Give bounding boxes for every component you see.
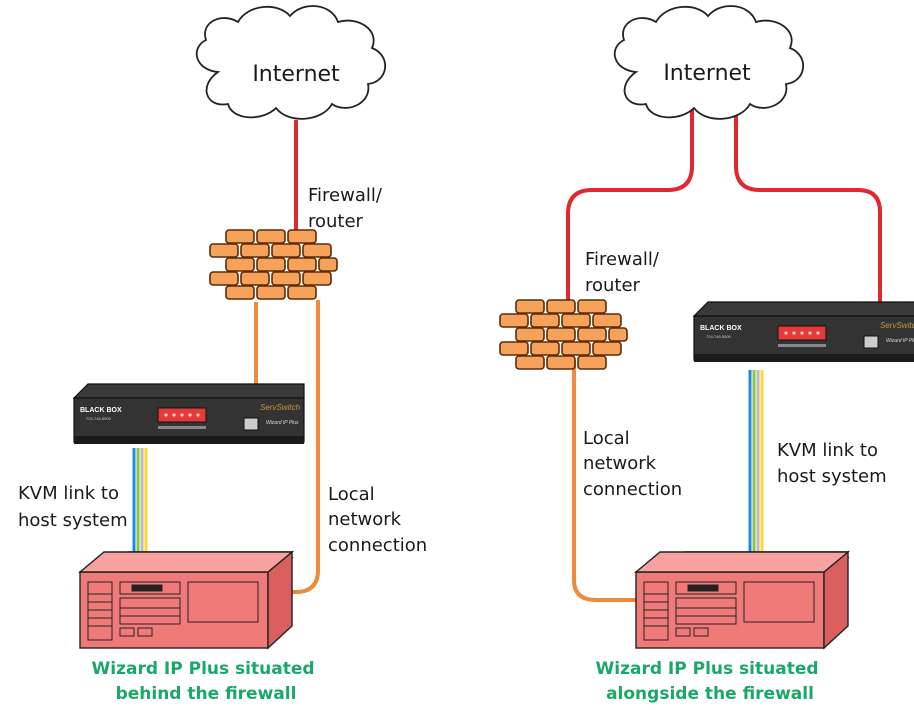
left-local-label-line3: connection <box>328 535 427 556</box>
left-caption-line1: Wizard IP Plus situated <box>92 659 315 679</box>
svg-text:Local network conn: Local network connection <box>328 484 427 556</box>
right-caption-line1: Wizard IP Plus situated <box>596 659 819 679</box>
right-caption-line2: alongside the firewall <box>606 684 814 704</box>
left-firewall-icon <box>209 229 338 300</box>
right-local-network-cable <box>572 360 640 602</box>
left-kvm-product-name: Wizard IP Plus <box>266 420 299 426</box>
right-local-label-line1: Local <box>583 428 630 449</box>
svg-text:Firewall/ router: Firewall/ router <box>585 249 665 296</box>
right-kvm-brand: BLACK BOX <box>700 325 742 332</box>
left-host-computer-icon <box>79 551 293 649</box>
left-local-label-line2: network <box>328 509 402 530</box>
right-kvm-logo: ServSwitch <box>880 321 914 330</box>
left-local-label-line1: Local <box>328 484 375 505</box>
right-kvm-device: BLACK BOX 724-746-5500 ServSwitch Wizard… <box>693 301 914 363</box>
right-local-label-line3: connection <box>583 479 682 500</box>
left-diagram: Internet Firewall/ router BLACK BOX 724-… <box>18 5 427 704</box>
left-kvm-brand: BLACK BOX <box>80 407 122 414</box>
left-caption-line2: behind the firewall <box>116 684 297 704</box>
svg-text:Wizard IP Plus situated: Wizard IP Plus situated alongside the fi… <box>596 659 825 704</box>
left-local-network-cable <box>238 300 320 594</box>
left-kvm-device: BLACK BOX 724-746-5500 ServSwitch Wizard… <box>73 383 305 445</box>
svg-text:KVM link to host system: KVM link to host system <box>18 483 128 531</box>
left-firewall-label-line2: router <box>308 211 364 232</box>
right-cloud-icon <box>613 5 805 120</box>
right-internet-to-firewall-cable <box>566 108 694 300</box>
left-cloud-icon <box>195 5 387 120</box>
svg-text:Firewall/ router: Firewall/ router <box>308 185 388 232</box>
right-kvm-phone: 724-746-5500 <box>706 334 732 339</box>
svg-text:KVM link to host system: KVM link to host system <box>777 440 887 487</box>
svg-text:Local network conn: Local network connection <box>583 428 682 500</box>
right-host-computer-icon <box>635 551 849 649</box>
right-firewall-icon <box>499 299 628 370</box>
svg-text:Wizard IP Plus situated: Wizard IP Plus situated behind the firew… <box>92 659 321 704</box>
right-internet-to-kvm-cable <box>734 108 882 352</box>
right-kvm-label-line1: KVM link to <box>777 440 878 461</box>
right-kvm-product-name: Wizard IP Plus <box>886 338 914 344</box>
right-kvm-cable <box>748 370 764 560</box>
right-firewall-label-line2: router <box>585 275 641 296</box>
right-kvm-label-line2: host system <box>777 466 887 487</box>
left-kvm-logo: ServSwitch <box>260 403 301 412</box>
left-kvm-label-line2: host system <box>18 510 128 531</box>
right-firewall-label-line1: Firewall/ <box>585 249 660 270</box>
right-diagram: Internet Firewall/ router BLACK BOX 724-… <box>499 5 914 704</box>
right-local-label-line2: network <box>583 453 657 474</box>
right-internet-label: Internet <box>663 61 751 86</box>
left-internet-label: Internet <box>252 62 340 87</box>
left-kvm-cable <box>132 448 148 555</box>
left-firewall-label-line1: Firewall/ <box>308 185 383 206</box>
left-kvm-phone: 724-746-5500 <box>86 416 112 421</box>
left-kvm-label-line1: KVM link to <box>18 483 119 504</box>
